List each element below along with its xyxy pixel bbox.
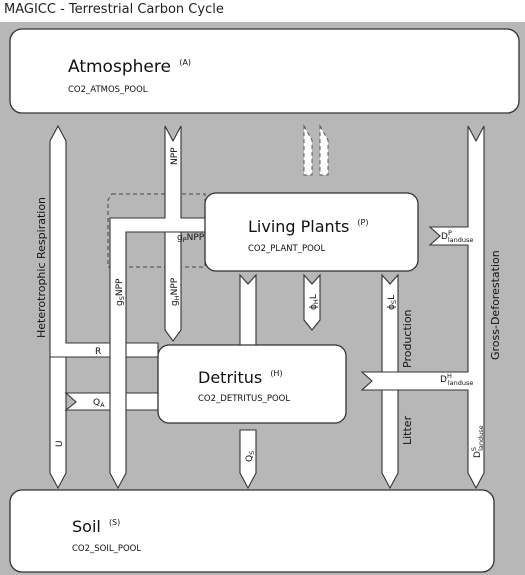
soil-code: CO2_SOIL_POOL bbox=[72, 544, 141, 554]
gh-npp-label: gHNPP bbox=[170, 277, 181, 306]
detritus-code: CO2_DETRITUS_POOL bbox=[198, 394, 290, 404]
svg-text:Detritus (H): Detritus (H) bbox=[198, 368, 283, 387]
atmosphere-pool-box bbox=[9, 28, 520, 114]
dashed-arrow-right bbox=[319, 124, 329, 176]
soil-sup: (S) bbox=[109, 518, 120, 527]
gh-npp-flow-arrow bbox=[164, 231, 182, 342]
r-label: R bbox=[95, 347, 101, 357]
svg-text:Soil (S): Soil (S) bbox=[72, 517, 120, 536]
production-label: Production bbox=[401, 309, 414, 368]
gross-deforestation-arrow bbox=[360, 125, 485, 490]
u-label: U bbox=[55, 440, 65, 447]
detritus-sup: (H) bbox=[270, 369, 282, 378]
detritus-name: Detritus bbox=[198, 368, 262, 387]
u-flow-arrow bbox=[49, 356, 67, 490]
gp-npp-label: gPNPP bbox=[177, 233, 205, 244]
soil-name: Soil bbox=[72, 517, 101, 536]
ds-landuse-label: DSlanduse bbox=[470, 425, 485, 458]
phi-h-l-label: ϕHL bbox=[309, 294, 320, 310]
npp-label: NPP bbox=[170, 147, 180, 165]
qs-flow-arrow bbox=[239, 429, 257, 490]
diagram-title: MAGICC - Terrestrial Carbon Cycle bbox=[4, 2, 224, 17]
npp-flow-arrow bbox=[109, 125, 209, 490]
soil-pool: Soil (S) CO2_SOIL_POOL bbox=[72, 517, 141, 554]
phi-h-l-arrow bbox=[303, 273, 321, 331]
atmosphere-name: Atmosphere bbox=[68, 57, 171, 77]
atmosphere-sup: (A) bbox=[179, 58, 191, 67]
plants-name: Living Plants bbox=[248, 217, 349, 236]
phi-s-l-label: ϕSL bbox=[387, 295, 398, 310]
plant-dashed-region bbox=[107, 193, 206, 268]
title-bar: MAGICC - Terrestrial Carbon Cycle bbox=[0, 0, 525, 22]
detritus-pool-box bbox=[157, 344, 347, 424]
qs-label: QS bbox=[245, 451, 256, 462]
gross-deforestation-label: Gross-Deforestation bbox=[489, 250, 502, 360]
dashed-arrow-left bbox=[303, 124, 313, 176]
living-plants-pool-box bbox=[204, 192, 419, 272]
detritus-pool: Detritus (H) CO2_DETRITUS_POOL bbox=[198, 368, 290, 404]
litter-label: Litter bbox=[401, 415, 414, 445]
plants-code: CO2_PLANT_POOL bbox=[248, 244, 325, 254]
gs-npp-label: gSNPP bbox=[115, 278, 126, 306]
svg-text:Atmosphere (A): Atmosphere (A) bbox=[68, 57, 191, 77]
atmosphere-code: CO2_ATMOS_POOL bbox=[68, 85, 148, 95]
living-plants-pool: Living Plants (P) CO2_PLANT_POOL bbox=[248, 217, 368, 254]
heterotrophic-respiration-arrow bbox=[49, 124, 159, 358]
qa-label: QA bbox=[93, 398, 105, 409]
atmosphere-pool: Atmosphere (A) CO2_ATMOS_POOL bbox=[68, 57, 191, 95]
svg-text:Living Plants (P): Living Plants (P) bbox=[248, 217, 368, 236]
plants-sup: (P) bbox=[357, 218, 368, 227]
heterotrophic-respiration-label: Heterotrophic Respiration bbox=[35, 197, 48, 338]
plants-to-detritus-arrow bbox=[239, 273, 257, 346]
soil-pool-box bbox=[9, 489, 495, 573]
